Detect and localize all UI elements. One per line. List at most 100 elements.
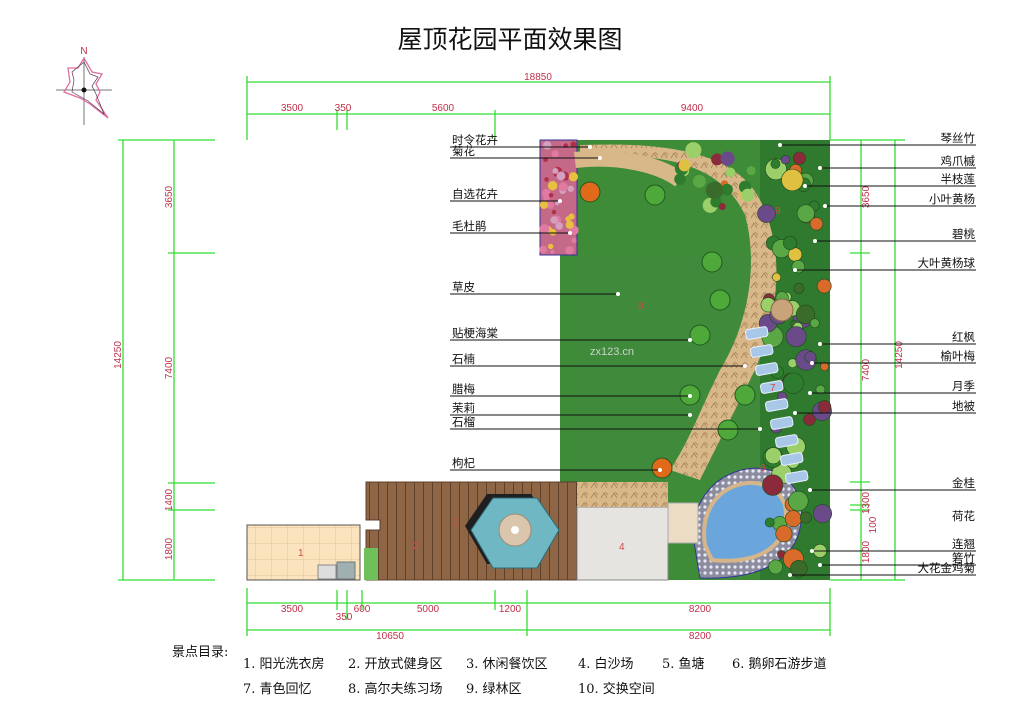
legend-item: 4. 白沙场 — [578, 656, 634, 672]
shrub-icon — [709, 289, 731, 311]
plant-label: 琴丝竹 — [941, 131, 976, 145]
zone-number: 1 — [298, 548, 304, 559]
flower-icon — [565, 216, 571, 222]
callout-dot — [778, 143, 782, 147]
dim-top: 3500 — [281, 103, 304, 114]
legend-item: 7. 青色回忆 — [243, 681, 312, 697]
stepping-stone — [769, 416, 794, 430]
callout-dot — [803, 184, 807, 188]
plant-icon — [784, 510, 802, 528]
plant-label: 荷花 — [952, 509, 975, 523]
callout-dot — [598, 156, 602, 160]
dim-bottom: 350 — [336, 612, 353, 623]
legend-heading: 景点目录: — [172, 645, 228, 660]
shrub-icon — [579, 181, 601, 203]
shrub-icon — [644, 184, 666, 206]
plant-label: 连翘 — [952, 537, 975, 551]
plant-label: 半枝莲 — [941, 172, 976, 186]
plant-label: 自选花卉 — [452, 187, 498, 201]
zone-number: 6 — [760, 463, 766, 474]
plant-label: 石楠 — [452, 352, 475, 366]
dim-left: 1400 — [164, 488, 175, 511]
plant-label: 大叶黄杨球 — [918, 256, 976, 270]
plant-label: 大花金鸡菊 — [918, 561, 976, 575]
plant-label: 箬竹 — [952, 551, 975, 565]
flower-icon — [570, 141, 577, 148]
plant-icon — [678, 159, 691, 172]
north-label: N — [80, 46, 87, 57]
plant-icon — [788, 490, 809, 512]
callout-dot — [688, 413, 692, 417]
flower-icon — [551, 209, 557, 215]
shrub-icon — [651, 457, 673, 479]
plant-label: 地被 — [952, 399, 975, 413]
flower-icon — [547, 180, 558, 191]
flower-icon — [543, 141, 552, 150]
callout-dot — [616, 292, 620, 296]
plant-icon — [764, 447, 782, 465]
zone-number: 9 — [775, 206, 781, 217]
flower-icon — [567, 185, 574, 192]
plant-label: 时令花卉 — [452, 133, 498, 147]
callout-dot — [810, 549, 814, 553]
plant-icon — [780, 154, 791, 165]
plan-areas: zx123.cn — [246, 139, 832, 581]
plant-icon — [816, 278, 832, 294]
dim-left: 7400 — [164, 356, 175, 379]
flower-icon — [556, 171, 566, 181]
flower-icon — [550, 249, 555, 254]
dim-bottom-total: 10650 — [376, 631, 404, 642]
callout-dot — [788, 573, 792, 577]
plant-icon — [796, 204, 815, 223]
plant-icon — [790, 559, 808, 578]
plant-icon — [770, 159, 781, 169]
callout-dot — [818, 342, 822, 346]
dim-bottom-total: 8200 — [689, 631, 712, 642]
callout-dot — [688, 338, 692, 342]
plant-icon — [710, 196, 722, 208]
flower-icon — [539, 245, 547, 254]
callout-dot — [793, 411, 797, 415]
shrub-icon — [717, 419, 739, 441]
flower-icon — [568, 172, 579, 182]
plant-icon — [764, 517, 775, 528]
callout-dot — [818, 166, 822, 170]
callout-dot — [810, 361, 814, 365]
flower-icon — [550, 216, 558, 224]
watermark: zx123.cn — [590, 346, 634, 358]
plant-icon — [768, 559, 783, 575]
legend-item: 2. 开放式健身区 — [348, 656, 443, 672]
zone-number: 7 — [770, 383, 776, 394]
page-title: 屋顶花园平面效果图 — [397, 25, 622, 54]
callout-dot — [818, 563, 822, 567]
plant-icon — [720, 151, 735, 166]
dim-bottom: 5000 — [417, 604, 440, 615]
dim-right: 100 — [868, 516, 879, 533]
plant-icon — [793, 283, 805, 294]
plant-icon — [757, 204, 776, 223]
plant-icon — [772, 272, 782, 282]
legend-item: 8. 高尔夫练习场 — [348, 681, 443, 697]
stepping-stone — [779, 452, 804, 466]
flower-icon — [542, 188, 551, 198]
north-compass-icon: N — [56, 46, 112, 125]
plant-icon — [762, 474, 784, 496]
callout-dot — [808, 391, 812, 395]
legend-item: 3. 休闲餐饮区 — [466, 656, 548, 672]
callout-dot — [688, 394, 692, 398]
dim-right-total: 14250 — [894, 341, 905, 369]
callouts-right: 琴丝竹鸡爪槭半枝莲小叶黄杨碧桃大叶黄杨球红枫榆叶梅月季地被金桂荷花连翘箬竹大花金… — [778, 131, 976, 577]
callout-dot — [658, 468, 662, 472]
plant-icon — [783, 235, 798, 250]
plant-icon — [775, 525, 793, 543]
flower-icon — [565, 246, 574, 255]
callout-dot — [568, 231, 572, 235]
flower-icon — [552, 168, 559, 174]
legend-item: 1. 阳光洗衣房 — [243, 656, 325, 672]
plant-label: 金桂 — [952, 476, 975, 490]
flower-icon — [571, 237, 577, 244]
plant-label: 贴梗海棠 — [452, 326, 498, 340]
